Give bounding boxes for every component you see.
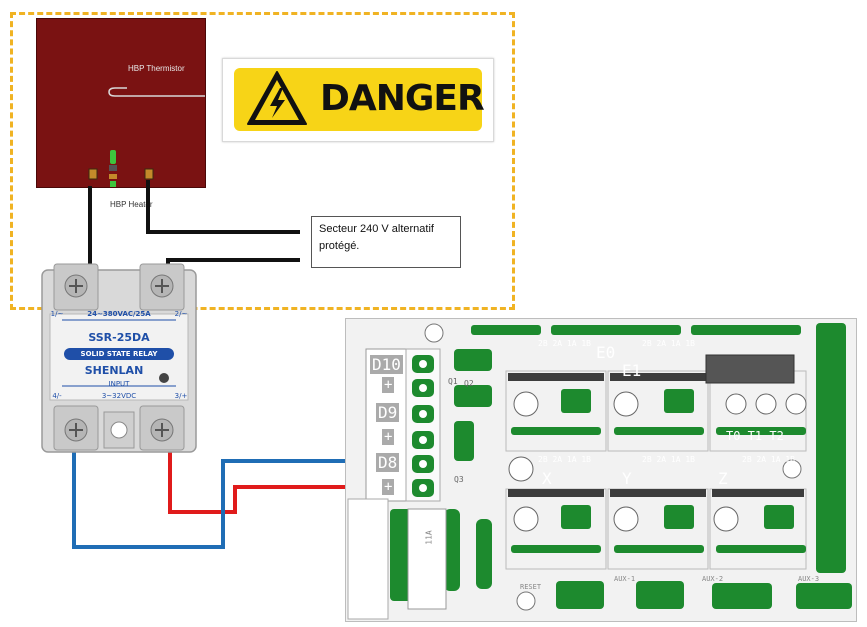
aux1-label: AUX-1 bbox=[614, 575, 636, 583]
wire-blue-d8-ground bbox=[72, 440, 384, 549]
pin-d10-label: D10 bbox=[370, 355, 403, 374]
ssr-terminal-4: 4/- bbox=[52, 392, 62, 400]
ramps-board: D10 + D9 + D8 + E0 E1 X Y Z T0 T1 T2 Q1 … bbox=[345, 318, 857, 622]
z-axis-label: Z bbox=[718, 469, 728, 488]
pin-d10-plus: + bbox=[382, 377, 395, 393]
aux3-label: AUX-3 bbox=[798, 575, 820, 583]
danger-zone-border bbox=[10, 12, 515, 310]
pin-d8-label: D8 bbox=[376, 453, 400, 472]
z-stepper-pins: 2B 2A 1A 1B bbox=[742, 455, 795, 464]
reset-label: RESET bbox=[520, 583, 542, 591]
ssr-model: SSR-25DA bbox=[88, 331, 150, 344]
ssr-brand: SHENLAN bbox=[84, 364, 144, 377]
ssr-terminal-3: 3/+ bbox=[174, 392, 188, 400]
heated-bed-components bbox=[88, 87, 205, 187]
thermistor-labels: T0 T1 T2 bbox=[726, 429, 784, 443]
hbp-heater-label: HBP Heater bbox=[110, 200, 153, 209]
e1-stepper-pins: 2B 2A 1A 1B bbox=[642, 339, 695, 348]
x-stepper-pins: 2B 2A 1A 1B bbox=[538, 455, 591, 464]
ssr-body bbox=[41, 263, 197, 453]
high-voltage-icon bbox=[247, 71, 307, 125]
e1-label: E1 bbox=[622, 361, 642, 380]
mains-power-note: Secteur 240 V alternatif protégé. bbox=[311, 216, 461, 268]
ssr-ac-rating: 24~380VAC/25A bbox=[87, 310, 151, 318]
wire-black-heater-right bbox=[146, 180, 300, 234]
e0-label: E0 bbox=[596, 343, 616, 362]
pin-d8-plus: + bbox=[382, 479, 395, 495]
x-axis-label: X bbox=[542, 469, 552, 488]
ssr-type: SOLID STATE RELAY bbox=[80, 350, 158, 358]
ssr-terminal-2: 2/~ bbox=[174, 310, 188, 318]
danger-sign: DANGER bbox=[222, 58, 494, 142]
hbp-thermistor-label: HBP Thermistor bbox=[128, 64, 185, 73]
e0-stepper-pins: 2B 2A 1A 1B bbox=[538, 339, 591, 348]
q3-label: Q3 bbox=[454, 475, 464, 484]
solid-state-relay: 1/~ 2/~ 24~380VAC/25A SSR-25DA SOLID STA… bbox=[40, 262, 198, 454]
aux2-label: AUX-2 bbox=[702, 575, 724, 583]
mstba4-label: MSTBA4 bbox=[353, 539, 367, 580]
y-stepper-pins: 2B 2A 1A 1B bbox=[642, 455, 695, 464]
ssr-terminal-1: 1/~ bbox=[50, 310, 64, 318]
fuse-rating-label: 11A bbox=[424, 530, 434, 545]
mains-note-line2: protégé. bbox=[319, 240, 360, 252]
pin-d9-plus: + bbox=[382, 429, 395, 445]
danger-sign-panel: DANGER bbox=[234, 68, 485, 131]
y-axis-label: Y bbox=[622, 469, 632, 488]
ramps-board-traces bbox=[347, 323, 852, 620]
ssr-dc-rating: 3~32VDC bbox=[101, 392, 137, 400]
danger-text: DANGER bbox=[320, 78, 485, 119]
q1-label: Q1 bbox=[448, 377, 458, 386]
q2-label: Q2 bbox=[464, 379, 474, 388]
ssr-input-label: INPUT bbox=[108, 380, 130, 388]
wire-red-d8-positive bbox=[168, 440, 384, 514]
mains-note-line1: Secteur 240 V alternatif bbox=[319, 223, 434, 235]
pin-d9-label: D9 bbox=[376, 403, 400, 422]
heated-bed bbox=[36, 18, 206, 188]
